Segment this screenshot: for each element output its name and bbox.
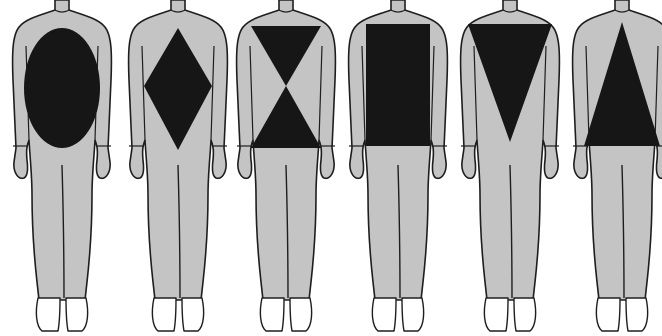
oval-shape xyxy=(24,28,100,148)
right-foot xyxy=(626,298,648,331)
rectangle-figure xyxy=(349,0,448,331)
left-foot xyxy=(372,298,396,331)
hourglass-figure xyxy=(237,0,336,331)
inverted-triangle-figure xyxy=(461,0,560,331)
right-foot xyxy=(290,298,312,331)
right-foot xyxy=(66,298,88,331)
oval-figure xyxy=(13,0,112,331)
right-foot xyxy=(402,298,424,331)
right-foot xyxy=(514,298,536,331)
left-foot xyxy=(36,298,60,331)
diamond-figure xyxy=(129,0,228,331)
rectangle-shape xyxy=(366,24,430,146)
left-foot xyxy=(152,298,176,331)
right-foot xyxy=(182,298,204,331)
left-foot xyxy=(596,298,620,331)
left-foot xyxy=(260,298,284,331)
left-foot xyxy=(484,298,508,331)
triangle-figure xyxy=(573,0,662,331)
